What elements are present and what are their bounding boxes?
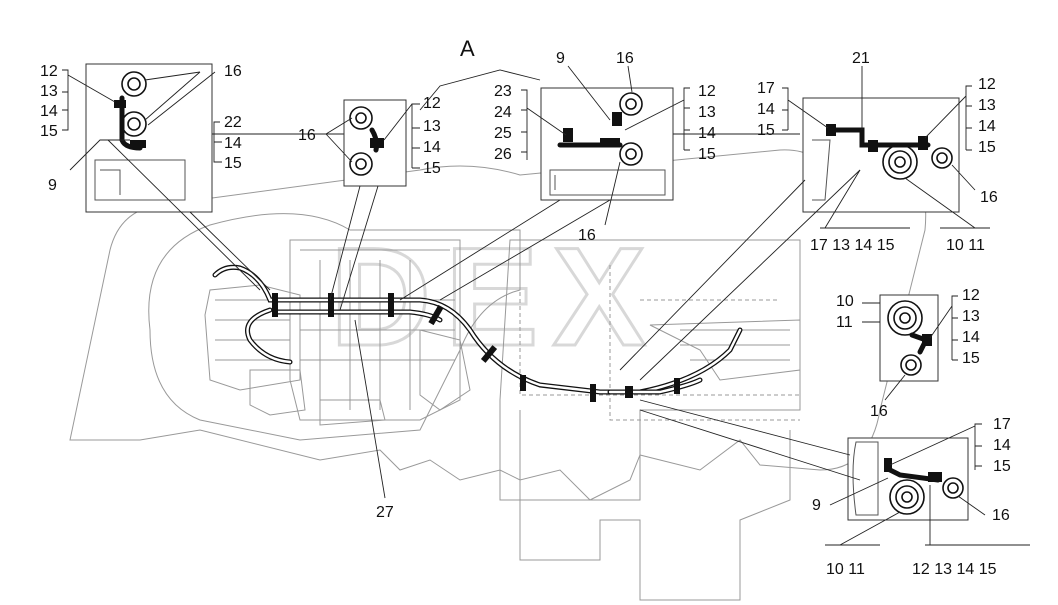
label-c5-11: 11: [836, 314, 853, 331]
label-c3-23: 23: [494, 83, 512, 100]
label-c5-12: 12: [962, 287, 980, 304]
label-c4-13: 13: [978, 97, 996, 114]
label-c5-15: 15: [962, 350, 980, 367]
label-c6-16: 16: [992, 507, 1010, 524]
label-c2-14: 14: [423, 139, 441, 156]
label-c3-26: 26: [494, 146, 512, 163]
label-c6-17: 17: [993, 416, 1011, 433]
label-c3-14: 14: [698, 125, 716, 142]
lower-housing: [519, 410, 791, 601]
engine-outline: [148, 213, 521, 441]
callout-box-2: [325, 99, 420, 311]
callout-box-6: [639, 399, 1030, 546]
label-c5-10: 10: [836, 293, 854, 310]
label-c1-15b: 15: [224, 155, 242, 172]
callout-box-1: [62, 63, 222, 213]
label-c2-12: 12: [423, 95, 441, 112]
main-hose: [212, 264, 743, 402]
label-c5-14: 14: [962, 329, 980, 346]
label-c4-21: 21: [852, 50, 870, 67]
label-c4-16: 16: [980, 189, 998, 206]
label-c4-15: 15: [757, 122, 775, 139]
label-c4-14b: 14: [978, 118, 996, 135]
label-c3-9: 9: [556, 50, 565, 67]
label-c3-12: 12: [698, 83, 716, 100]
label-c6-9: 9: [812, 497, 821, 514]
label-c3-25: 25: [494, 125, 512, 142]
pump-housing: [249, 329, 471, 426]
frame-outline: [499, 239, 801, 501]
leader-27: [354, 319, 386, 499]
label-c2-15: 15: [423, 160, 441, 177]
callout-box-4: [619, 66, 990, 381]
callout-box-5: [862, 294, 958, 401]
label-c1-14b: 14: [224, 135, 242, 152]
label-c5-13: 13: [962, 308, 980, 325]
label-c4-bottom: 17 13 14 15: [810, 237, 895, 254]
label-c5-16: 16: [870, 403, 888, 420]
label-c3-15: 15: [698, 146, 716, 163]
label-c1-13: 13: [40, 83, 58, 100]
label-c6-12-15: 12 13 14 15: [912, 561, 997, 578]
label-c3-16b: 16: [578, 227, 596, 244]
label-c3-13: 13: [698, 104, 716, 121]
label-c6-15: 15: [993, 458, 1011, 475]
label-c6-10-11: 10 11: [826, 561, 865, 578]
label-c1-9: 9: [48, 177, 57, 194]
label-c4-10-11: 10 11: [946, 237, 985, 254]
label-c3-16: 16: [616, 50, 634, 67]
callout-box-3: [399, 65, 690, 301]
leader-c2-top: [419, 69, 541, 111]
label-c2-16: 16: [298, 127, 316, 144]
chassis-dashed: [519, 250, 800, 421]
label-27: 27: [376, 504, 394, 521]
label-c1-16: 16: [224, 63, 242, 80]
label-c1-14: 14: [40, 103, 58, 120]
label-c1-15: 15: [40, 123, 58, 140]
right-cooler: [649, 319, 801, 381]
label-c4-17: 17: [757, 80, 775, 97]
label-c4-12: 12: [978, 76, 996, 93]
label-c3-24: 24: [494, 104, 512, 121]
view-label: A: [460, 36, 475, 61]
label-c1-22: 22: [224, 114, 242, 131]
label-c4-14: 14: [757, 101, 775, 118]
label-c6-14: 14: [993, 437, 1011, 454]
label-c4-15b: 15: [978, 139, 996, 156]
label-c2-13: 13: [423, 118, 441, 135]
label-c1-12: 12: [40, 63, 58, 80]
